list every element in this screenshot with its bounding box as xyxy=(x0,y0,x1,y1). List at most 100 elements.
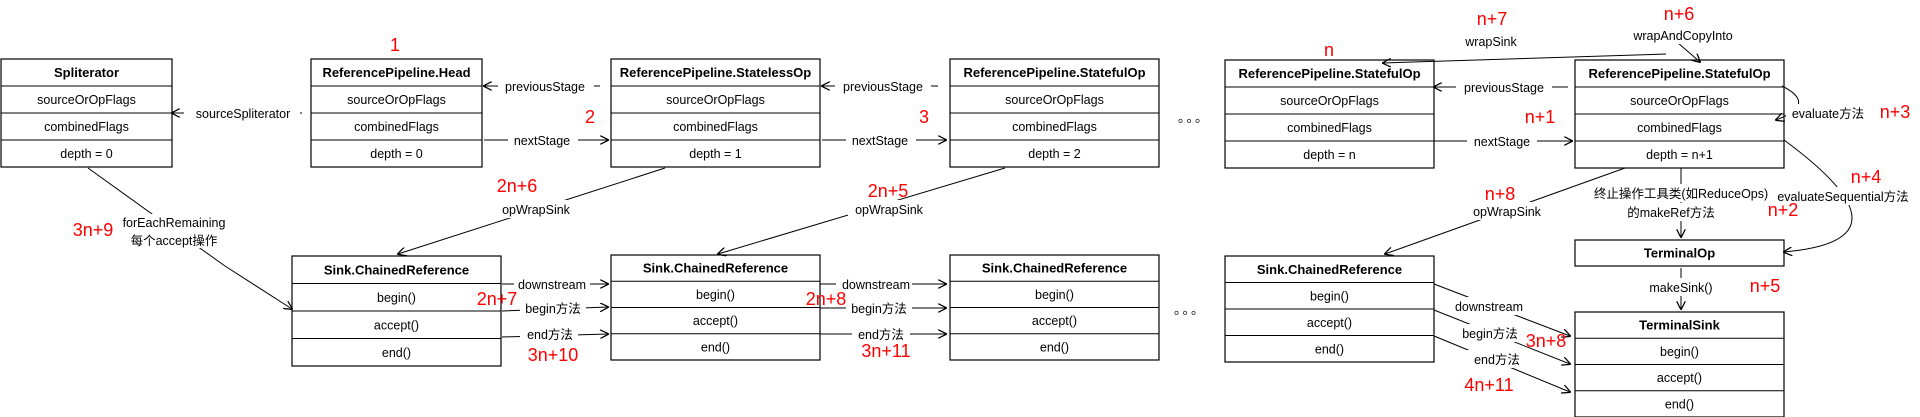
label-terminal-tool: 终止操作工具类(如ReduceOps) xyxy=(1594,186,1768,201)
label-end-method-1: end方法 xyxy=(527,327,573,342)
box-row: sourceOrOpFlags xyxy=(1005,93,1104,107)
box-row: end() xyxy=(701,340,730,354)
box-row: depth = 0 xyxy=(370,147,423,161)
step-numbers: 1 2 3 n n+1 n+2 n+3 n+4 n+5 n+6 n+7 n+8 … xyxy=(73,4,1911,395)
label-make-ref: 的makeRef方法 xyxy=(1627,205,1715,220)
step-n4: n+4 xyxy=(1851,167,1882,187)
label-previous-stage-1: previousStage xyxy=(505,80,585,94)
box-row: accept() xyxy=(693,314,738,328)
box-row: begin() xyxy=(377,291,416,305)
label-end-method-2: end方法 xyxy=(858,327,904,342)
box-row: combinedFlags xyxy=(1012,120,1097,134)
label-wrap-sink: wrapSink xyxy=(1464,35,1517,49)
box-row: combinedFlags xyxy=(1287,121,1372,135)
box-row: begin() xyxy=(696,288,735,302)
box-row: combinedFlags xyxy=(673,120,758,134)
box-row: sourceOrOpFlags xyxy=(1280,94,1379,108)
box-statefulN1: ReferencePipeline.StatefulOp sourceOrOpFl… xyxy=(1574,59,1785,169)
box-title: Sink.ChainedReference xyxy=(324,262,469,277)
label-evaluate-sequential: evaluateSequential方法 xyxy=(1777,189,1908,204)
box-title: TerminalOp xyxy=(1644,246,1715,261)
label-op-wrap-sink-3: opWrapSink xyxy=(1473,205,1542,219)
box-spliterator: SpliteratorsourceOrOpFlagscombinedFlagsd… xyxy=(0,58,173,168)
step-n3: n+3 xyxy=(1880,102,1911,122)
box-terminalOp: TerminalOp xyxy=(1574,239,1785,267)
box-title: ReferencePipeline.StatefulOp xyxy=(963,65,1145,80)
box-title: Spliterator xyxy=(54,65,119,80)
step-2n7: 2n+7 xyxy=(477,289,518,309)
box-row: accept() xyxy=(1032,314,1077,328)
box-title: Sink.ChainedReference xyxy=(643,261,788,276)
box-row: depth = 2 xyxy=(1028,147,1081,161)
label-source-spliterator: sourceSpliterator xyxy=(196,107,291,121)
step-n5: n+5 xyxy=(1750,276,1781,296)
label-for-each-remaining: forEachRemaining xyxy=(123,216,226,230)
box-row: begin() xyxy=(1660,345,1699,359)
box-statefulN: ReferencePipeline.StatefulOp sourceOrOpFl… xyxy=(1224,59,1435,169)
label-previous-stage-2: previousStage xyxy=(843,80,923,94)
label-next-stage-1: nextStage xyxy=(514,134,570,148)
box-sink1: Sink.ChainedReference begin() accept() end(… xyxy=(291,255,502,367)
box-sink3: Sink.ChainedReference begin() accept() end(… xyxy=(949,254,1160,361)
step-n2: n+2 xyxy=(1768,200,1799,220)
box-row: combinedFlags xyxy=(1637,121,1722,135)
label-begin-method-3: begin方法 xyxy=(1462,326,1518,341)
step-4n11: 4n+11 xyxy=(1464,375,1513,395)
box-row: end() xyxy=(1665,397,1694,411)
step-1: 1 xyxy=(390,35,400,55)
step-n8: n+8 xyxy=(1485,184,1516,204)
box-sink2: Sink.ChainedReference begin() accept() end(… xyxy=(610,254,821,361)
box-title: ReferencePipeline.StatefulOp xyxy=(1238,66,1420,81)
box-row: combinedFlags xyxy=(354,120,439,134)
box-row: depth = n xyxy=(1303,148,1356,162)
label-begin-method-1: begin方法 xyxy=(525,301,581,316)
box-title: TerminalSink xyxy=(1639,318,1720,333)
edge-labels: sourceSpliterator previousStage previous… xyxy=(116,26,1916,368)
label-each-accept: 每个accept操作 xyxy=(131,233,218,248)
box-row: begin() xyxy=(1035,288,1074,302)
step-2n8: 2n+8 xyxy=(806,289,847,309)
box-row: end() xyxy=(1040,340,1069,354)
box-stateful2: ReferencePipeline.StatefulOp sourceOrOpFl… xyxy=(949,58,1160,168)
box-row: accept() xyxy=(374,318,419,332)
step-3n9: 3n+9 xyxy=(73,220,114,240)
box-title: Sink.ChainedReference xyxy=(1257,262,1402,277)
label-next-stage-3: nextStage xyxy=(1474,135,1530,149)
label-wrap-and-copy-into: wrapAndCopyInto xyxy=(1632,29,1732,43)
step-3n8: 3n+8 xyxy=(1526,331,1567,351)
box-sink4: Sink.ChainedReferencebegin()accept()end(… xyxy=(1224,255,1435,363)
step-2: 2 xyxy=(585,107,595,127)
label-downstream-2: downstream xyxy=(842,278,910,292)
step-3n10: 3n+10 xyxy=(528,345,579,365)
box-title: Sink.ChainedReference xyxy=(982,261,1127,276)
box-stateless: ReferencePipeline.StatelessOpsourceOrOpF… xyxy=(610,58,821,168)
box-row: begin() xyxy=(1310,289,1349,303)
label-op-wrap-sink-1: opWrapSink xyxy=(502,203,571,217)
label-downstream-3: downstream xyxy=(1455,300,1523,314)
step-2n6: 2n+6 xyxy=(497,176,538,196)
label-evaluate: evaluate方法 xyxy=(1792,106,1864,121)
label-begin-method-2: begin方法 xyxy=(851,301,907,316)
box-row: accept() xyxy=(1657,371,1702,385)
box-row: depth = 0 xyxy=(60,147,113,161)
step-n6: n+6 xyxy=(1664,4,1695,24)
box-row: depth = n+1 xyxy=(1646,148,1713,162)
label-previous-stage-3: previousStage xyxy=(1464,81,1544,95)
ellipsis-top: 。。。 xyxy=(1178,110,1210,125)
box-row: sourceOrOpFlags xyxy=(1630,94,1729,108)
box-row: depth = 1 xyxy=(689,147,742,161)
box-row: combinedFlags xyxy=(44,120,129,134)
step-n1: n+1 xyxy=(1525,107,1556,127)
label-op-wrap-sink-2: opWrapSink xyxy=(855,203,924,217)
box-row: end() xyxy=(382,346,411,360)
box-head: ReferencePipeline.HeadsourceOrOpFlagscom… xyxy=(310,58,483,168)
box-title: ReferencePipeline.StatefulOp xyxy=(1588,66,1770,81)
box-terminalSink: TerminalSink begin() accept() end() xyxy=(1574,311,1785,417)
box-row: sourceOrOpFlags xyxy=(347,93,446,107)
step-n: n xyxy=(1324,40,1334,60)
box-row: sourceOrOpFlags xyxy=(666,93,765,107)
step-3n11: 3n+11 xyxy=(861,341,910,361)
box-row: end() xyxy=(1315,342,1344,356)
step-2n5: 2n+5 xyxy=(868,181,909,201)
